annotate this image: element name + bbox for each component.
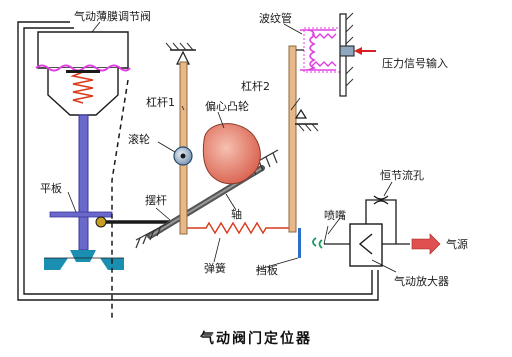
label-pressure-input: 压力信号输入 [382,57,448,70]
label-air-source: 气源 [446,238,468,251]
lever-2 [288,45,319,233]
diaphragm [35,64,131,72]
label-lever-1: 杠杆1 [146,96,175,109]
feedback-spring [187,221,289,235]
diagram-caption: 气动阀门定位器 [200,331,312,347]
label-pneumatic-amplifier: 气动放大器 [394,275,449,288]
label-swing-rod: 摆杆 [145,194,167,207]
air-pipeline [17,21,379,301]
lever-1 [165,42,196,235]
eccentric-cam [202,123,261,185]
bellows [296,12,376,97]
baffle [298,228,301,258]
label-spring: 弹簧 [204,262,226,275]
label-nozzle: 喷嘴 [324,209,346,222]
label-constant-orifice: 恒节流孔 [380,169,424,182]
valve-body [44,250,124,270]
diaphragm-valve-head [35,31,131,116]
constant-orifice [365,195,397,244]
label-flat-plate: 平板 [40,182,62,195]
nozzle [312,225,350,249]
label-bellows: 波纹管 [259,12,292,25]
label-baffle: 挡板 [256,264,278,277]
label-roller: 滚轮 [128,133,150,146]
swing-rod [95,216,176,228]
positioner-boundary [111,79,129,318]
valve-stem [78,114,89,251]
valve-spring [70,71,94,104]
label-shaft: 轴 [231,208,242,221]
label-lever-2: 杠杆2 [241,80,270,93]
label-diaphragm-valve: 气动薄膜调节阀 [74,10,151,23]
leader-lines [67,21,397,273]
pneumatic-amplifier [349,223,441,267]
roller [173,146,193,166]
label-eccentric-cam: 偏心凸轮 [205,100,249,113]
flat-plate [49,211,113,218]
